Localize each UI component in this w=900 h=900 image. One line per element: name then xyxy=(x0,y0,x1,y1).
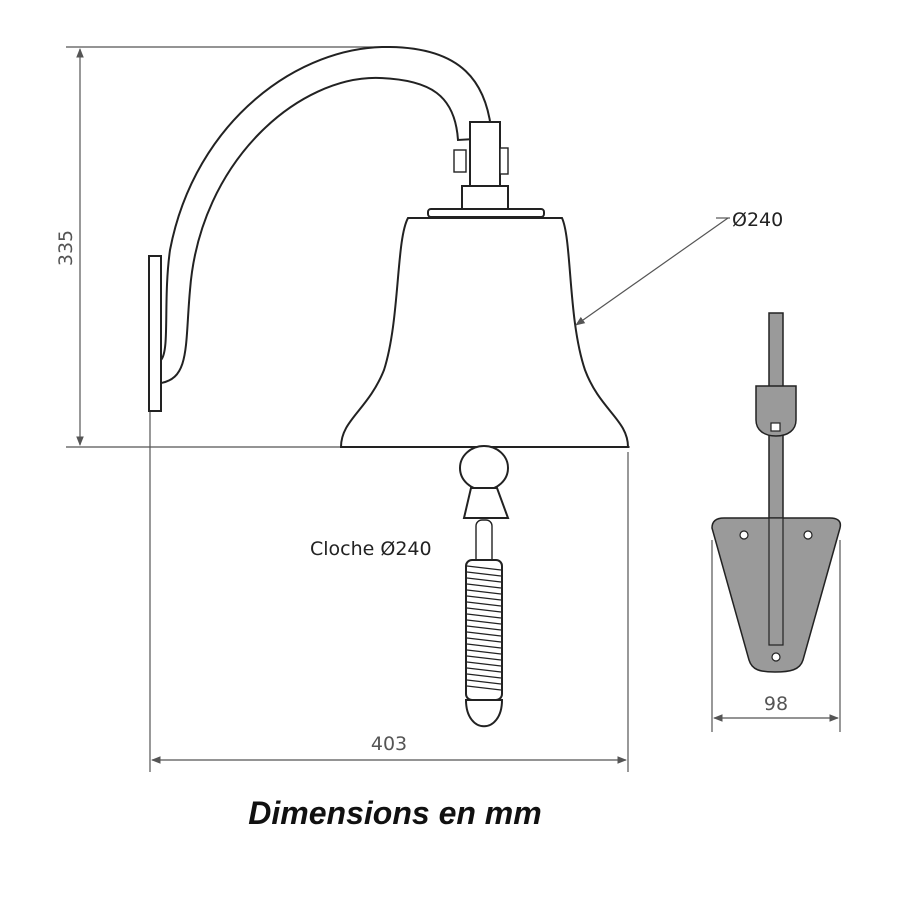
mount-hole-left xyxy=(739,530,749,540)
diameter-leader xyxy=(575,217,729,326)
bell-mount xyxy=(453,121,509,211)
side-clamp-slot xyxy=(770,422,781,432)
bell xyxy=(339,208,630,448)
mount-bolt-right xyxy=(499,147,509,175)
bracket-side-view xyxy=(711,312,842,673)
clapper xyxy=(459,445,510,728)
width-dimension: 403 xyxy=(149,412,629,772)
pull-handle-end xyxy=(464,699,504,728)
mount-bolt-left xyxy=(453,149,467,173)
bell-diameter-callout: Ø240 xyxy=(575,209,783,326)
mount-hole-bottom xyxy=(771,652,781,662)
clapper-stem xyxy=(462,487,510,519)
height-value: 335 xyxy=(55,230,77,266)
side-clamp xyxy=(755,385,797,437)
bell-shoulder xyxy=(427,208,545,218)
bell-diameter-value: Ø240 xyxy=(732,209,783,231)
pull-handle-coil xyxy=(466,565,502,691)
mount-clamp xyxy=(469,121,501,188)
bell-label: Cloche Ø240 xyxy=(310,538,432,560)
clapper-ball xyxy=(459,445,509,491)
bracket-width-dimension: 98 xyxy=(711,540,841,732)
bracket-width-value: 98 xyxy=(764,693,788,715)
wall-plate xyxy=(148,255,162,412)
bell-crown xyxy=(461,185,509,211)
side-arm-front xyxy=(768,517,784,646)
caption: Dimensions en mm xyxy=(248,795,541,831)
bell-body xyxy=(339,217,630,448)
width-value: 403 xyxy=(371,733,407,755)
mount-hole-right xyxy=(803,530,813,540)
